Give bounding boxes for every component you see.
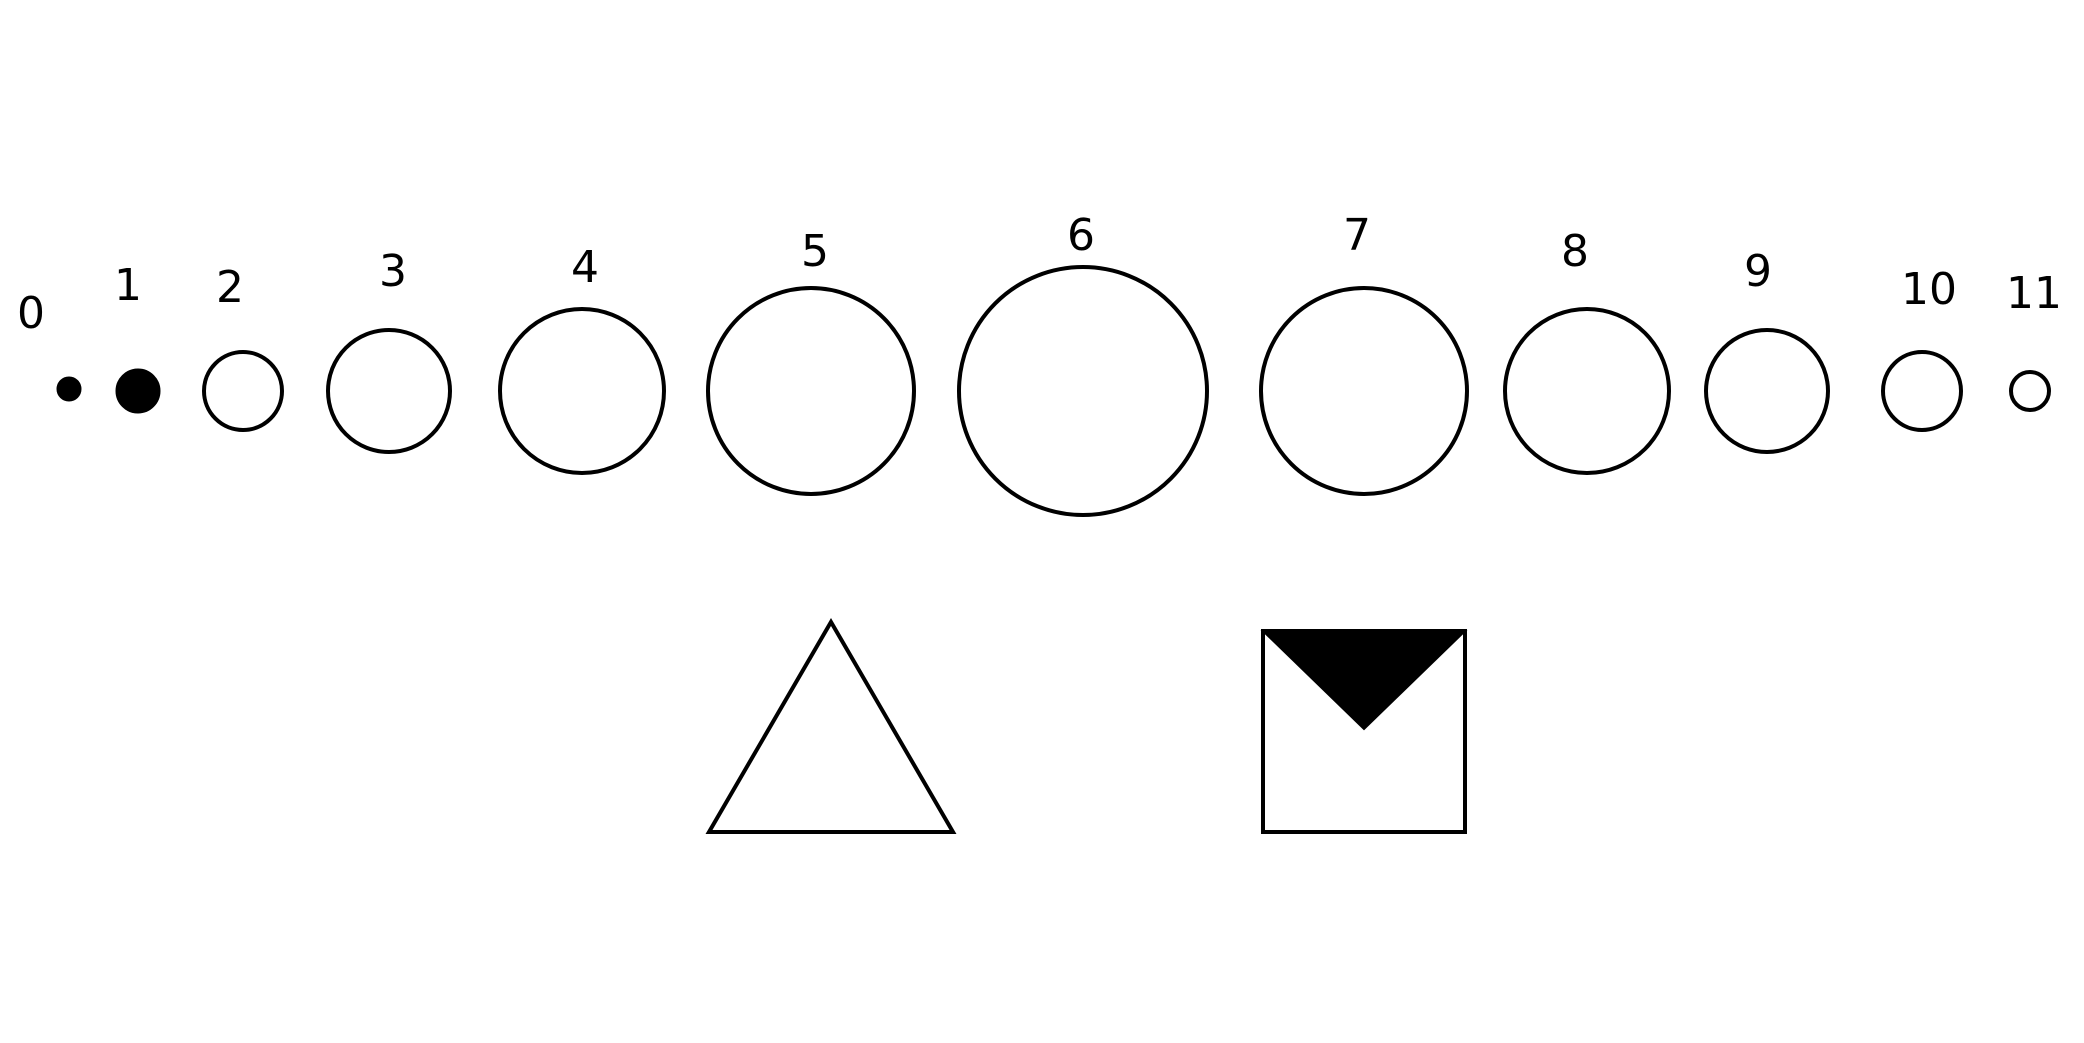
circle-item-7: 7 <box>1259 210 1469 496</box>
circle-item-9: 9 <box>1704 246 1830 454</box>
circle-label-2: 2 <box>216 262 244 313</box>
circle-10 <box>1881 350 1963 432</box>
circle-label-10: 10 <box>1901 264 1957 315</box>
circle-7 <box>1259 286 1469 496</box>
circle-4 <box>498 307 666 475</box>
circle-item-10: 10 <box>1881 264 1963 432</box>
circle-item-6: 6 <box>957 210 1209 517</box>
circle-5 <box>706 286 916 496</box>
circle-item-11: 11 <box>2006 268 2062 412</box>
circle-1 <box>115 368 161 414</box>
circle-item-2: 2 <box>202 262 284 432</box>
circle-item-8: 8 <box>1503 226 1671 475</box>
circle-3 <box>326 328 452 454</box>
circle-0 <box>56 376 82 402</box>
circle-9 <box>1704 328 1830 454</box>
circle-item-0: 0 <box>17 288 82 402</box>
circle-label-7: 7 <box>1343 210 1371 261</box>
circle-item-4: 4 <box>498 242 666 475</box>
circle-label-0: 0 <box>17 288 45 339</box>
circle-label-9: 9 <box>1744 246 1772 297</box>
circle-label-6: 6 <box>1067 210 1095 261</box>
circle-11 <box>2009 370 2051 412</box>
circle-label-5: 5 <box>801 226 829 277</box>
circle-row: 0 1 2 3 4 5 6 7 <box>17 210 2062 517</box>
circle-label-1: 1 <box>114 260 142 311</box>
circle-8 <box>1503 307 1671 475</box>
circle-label-4: 4 <box>571 242 599 293</box>
circle-item-3: 3 <box>326 246 452 454</box>
circle-2 <box>202 350 284 432</box>
circle-item-5: 5 <box>706 226 916 496</box>
circle-label-8: 8 <box>1561 226 1589 277</box>
circle-6 <box>957 265 1209 517</box>
triangle-outline-icon <box>705 618 957 834</box>
circle-label-3: 3 <box>379 246 407 297</box>
circle-label-11: 11 <box>2006 268 2062 319</box>
square-with-inverted-triangle-icon <box>1260 629 1468 834</box>
shape-row <box>705 618 1468 834</box>
inverted-triangle-fill <box>1260 630 1468 731</box>
circle-item-1: 1 <box>114 260 161 414</box>
